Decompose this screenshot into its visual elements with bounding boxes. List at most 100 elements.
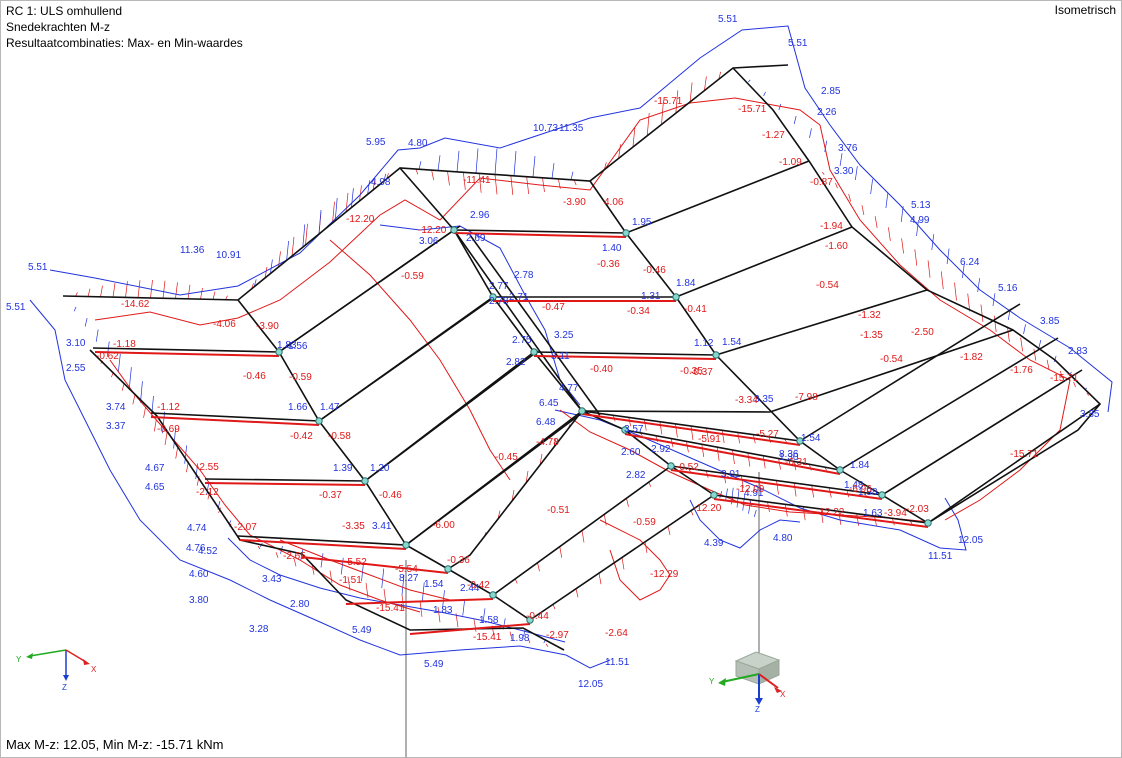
max-envelope-outline: [29, 25, 1113, 669]
max-value-label: 1.84: [676, 278, 696, 289]
max-hatch-line: [302, 224, 306, 248]
min-hatch-line: [821, 171, 825, 175]
max-value-label: 1.47: [320, 402, 340, 413]
max-hatch-line: [916, 219, 919, 237]
min-hatch-line: [1073, 381, 1076, 388]
max-value-label: 4.74: [187, 523, 207, 534]
min-value-label: -4.06: [213, 319, 236, 330]
min-value-label: -12.20: [418, 225, 447, 236]
min-value-label: -5.52: [344, 557, 367, 568]
max-value-label: 6.48: [536, 417, 556, 428]
structure-members[interactable]: [62, 64, 1102, 651]
min-value-label: -0.54: [880, 354, 903, 365]
min-value-label: -2.64: [605, 628, 628, 639]
min-value-label: -0.54: [816, 280, 839, 291]
structure-node: [578, 407, 586, 415]
member: [927, 403, 1101, 524]
min-value-label: -1.94: [820, 221, 843, 232]
member-min-segment: [239, 539, 407, 550]
global-axes-large: Y Z X: [709, 673, 786, 714]
max-hatch-line: [839, 153, 843, 167]
max-value-label: 1.39: [333, 463, 353, 474]
min-value-label: -0.41: [684, 304, 707, 315]
max-hatch-line: [748, 79, 751, 83]
member: [625, 160, 810, 234]
structure-nodes[interactable]: [275, 226, 932, 624]
max-hatch-line: [367, 180, 370, 195]
min-value-label: -1.60: [825, 241, 848, 252]
max-value-label: 4.76: [186, 543, 206, 554]
member: [318, 295, 497, 422]
min-value-label: -2.12: [196, 487, 219, 498]
max-value-label: 2.80: [290, 599, 310, 610]
member: [529, 494, 715, 621]
z-axis-label: Z: [62, 683, 67, 692]
max-hatch-line: [946, 248, 950, 265]
min-hatch-line: [552, 604, 556, 610]
member: [237, 299, 531, 621]
min-hatch-line: [275, 552, 279, 558]
max-hatch-line: [482, 608, 486, 623]
min-hatch-line: [462, 172, 466, 190]
result-mode-label: Resultaatcombinaties: Max- en Min-waarde…: [6, 36, 243, 50]
min-value-label: -5.27: [756, 429, 779, 440]
max-hatch-line: [763, 91, 766, 97]
structure-node: [712, 351, 720, 359]
max-hatch-line: [502, 618, 506, 630]
structure-node: [361, 477, 369, 485]
max-envelope-line: [379, 224, 581, 406]
max-hatch-line: [793, 115, 797, 125]
y-axis-arrow: [721, 673, 760, 683]
min-hatch-line: [345, 192, 349, 213]
view-cube[interactable]: [734, 651, 781, 685]
max-value-label: 2.60: [621, 447, 641, 458]
x-axis-arrow: [758, 673, 779, 689]
min-hatch-line: [526, 176, 530, 195]
min-value-label: -0.51: [547, 505, 570, 516]
member-segments-min[interactable]: [94, 232, 929, 635]
min-hatch-line: [811, 485, 815, 498]
member-min-segment: [670, 469, 883, 500]
max-value-label: 4.52: [198, 546, 218, 557]
min-hatch-line: [701, 444, 705, 457]
member-min-segment: [301, 556, 449, 574]
max-value-label: 2.78: [514, 270, 534, 281]
max-hatch-line: [84, 318, 88, 327]
min-value-label: -4.78: [536, 437, 559, 448]
min-hatch-line: [137, 280, 141, 298]
max-hatch-line: [73, 306, 77, 312]
member: [799, 303, 1021, 442]
min-hatch-line: [644, 541, 648, 554]
y-axis-arrowhead: [26, 653, 33, 659]
member: [150, 296, 676, 422]
min-envelope-line: [109, 359, 421, 613]
max-hatch-line: [173, 428, 176, 449]
min-value-label: -2.07: [234, 522, 257, 533]
max-value-label: 1.58: [479, 615, 499, 626]
min-value-label: -6.31: [785, 457, 808, 468]
y-axis-arrow: [29, 649, 67, 657]
max-envelope-line: [29, 299, 611, 669]
structure-node: [878, 491, 886, 499]
min-value-label: -1.76: [1010, 365, 1033, 376]
max-value-label: 4.99: [910, 215, 930, 226]
max-value-label: 4.65: [145, 482, 165, 493]
min-hatch-line: [618, 144, 621, 159]
min-hatch-line: [927, 260, 931, 278]
max-value-label: 2.77: [489, 281, 509, 292]
min-value-label: -2.03: [906, 504, 929, 515]
max-value-label: 3.10: [66, 338, 86, 349]
min-hatch-line: [888, 227, 891, 241]
min-hatch-line: [737, 432, 741, 444]
min-hatch-line: [559, 546, 563, 558]
min-hatch-line: [372, 178, 376, 191]
min-value-label: -0.47: [542, 302, 565, 313]
min-hatch-line: [575, 588, 579, 598]
member-min-segment: [345, 598, 494, 605]
max-hatch-line: [494, 148, 498, 175]
min-hatch-line: [212, 291, 216, 300]
min-value-label: -0.59: [633, 517, 656, 528]
structure-node: [924, 519, 932, 527]
